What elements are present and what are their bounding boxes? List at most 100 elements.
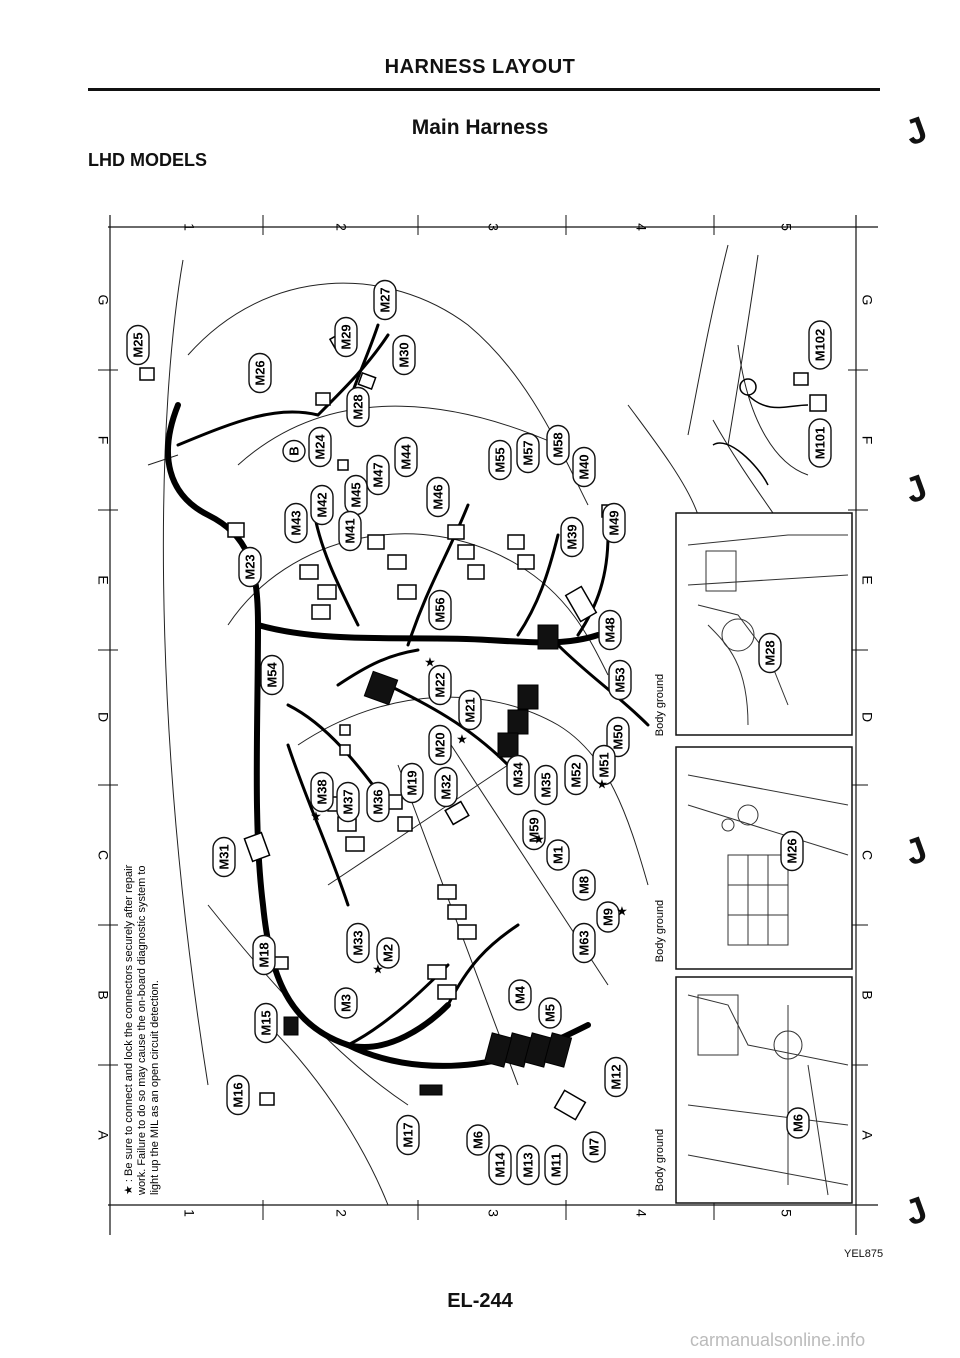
star-marker: ★: [372, 961, 384, 976]
connector-label: M20: [432, 732, 447, 757]
connector-label: M8: [576, 876, 591, 894]
connector-callout-m17: M17: [396, 1114, 420, 1156]
connector-callout-m36: M36: [366, 781, 390, 823]
grid-row-label-left: B: [95, 990, 111, 999]
svg-text:M28: M28: [762, 640, 777, 665]
body-ground-label: Body ground: [654, 900, 666, 962]
grid-row-label-left: F: [95, 436, 111, 445]
connector-callout-m41: M41: [338, 510, 362, 552]
connector-label: M21: [462, 697, 477, 722]
connector-label: B: [286, 446, 301, 455]
connector-callout-m53: M53: [608, 659, 632, 701]
connector-label: M101: [812, 427, 827, 460]
connector-label: M11: [548, 1153, 563, 1178]
connector-callout-m57: M57: [516, 432, 540, 474]
connector-callout-m47: M47: [366, 454, 390, 496]
binder-clip-icon: J: [899, 827, 933, 874]
connector-label: M42: [314, 492, 329, 517]
connector-label: M58: [550, 432, 565, 457]
connector-label: M55: [492, 447, 507, 472]
connector-callout-m6: M6: [466, 1124, 490, 1156]
body-ground-label: Body ground: [654, 1129, 666, 1191]
connector-label: M34: [510, 762, 525, 788]
connector-callout-m13: M13: [516, 1144, 540, 1186]
connector-label: M12: [608, 1064, 623, 1089]
connector-callout-m30: M30: [392, 334, 416, 376]
inset-label-m26: M26: [780, 830, 804, 872]
connector-label: M50: [610, 724, 625, 749]
connector-label: M13: [520, 1152, 535, 1177]
connector-callout-m21: M21: [458, 689, 482, 731]
grid-col-label-bottom: 3: [485, 1209, 501, 1217]
connector-callout-m32: M32: [434, 766, 458, 808]
connector-label: M4: [512, 985, 527, 1004]
star-marker: ★: [424, 654, 436, 669]
grid-row-label-right: B: [859, 990, 875, 999]
connector-callout-m3: M3: [334, 987, 358, 1019]
connector-callout-m37: M37: [336, 781, 360, 823]
connector-label: M15: [258, 1010, 273, 1035]
connector-callout-m1: M1: [546, 839, 570, 871]
connector-callout-m11: M11: [544, 1144, 568, 1186]
connector-callout-m27: M27: [373, 279, 397, 321]
connector-callout-m7: M7: [582, 1131, 606, 1163]
grid-row-label-right: C: [859, 850, 875, 860]
connector-label: M17: [400, 1122, 415, 1147]
connector-callout-m44: M44: [394, 436, 418, 478]
connector-label: M2: [380, 944, 395, 962]
repair-note-line: light up the MIL as an open circuit dete…: [149, 980, 161, 1195]
connector-callout-m49: M49: [602, 502, 626, 544]
connector-callout-m28: M28: [346, 386, 370, 428]
connector-callout-m56: M56: [428, 589, 452, 631]
connector-callout-m51: M51: [592, 744, 616, 786]
svg-text:M6: M6: [790, 1114, 805, 1132]
connector-label: M46: [430, 484, 445, 509]
connector-label: M56: [432, 597, 447, 622]
connector-callout-m12: M12: [604, 1056, 628, 1098]
grid-row-label-right: D: [859, 712, 875, 722]
connector-label: M6: [470, 1131, 485, 1149]
connector-label: M19: [404, 770, 419, 795]
connector-label: M57: [520, 440, 535, 465]
connector-callout-m24: M24: [308, 426, 332, 468]
grid-col-label-bottom: 5: [778, 1209, 794, 1217]
connector-callout-m33: M33: [346, 922, 370, 964]
connector-label: M18: [256, 942, 271, 967]
connector-callout-m52: M52: [564, 754, 588, 796]
svg-text:M26: M26: [784, 838, 799, 863]
heading-rule: [88, 88, 880, 91]
connector-label: M44: [398, 444, 413, 470]
connector-callout-m29: M29: [334, 316, 358, 358]
star-marker: ★: [596, 776, 608, 791]
diagram-subtitle: Main Harness: [411, 116, 549, 139]
connector-callout-m101: M101: [808, 418, 832, 468]
grid-row-label-right: A: [859, 1130, 875, 1140]
binder-clip-icon: J: [899, 465, 933, 512]
connector-label: M41: [342, 518, 357, 543]
connector-callout-m58: M58: [546, 424, 570, 466]
connector-callout-m15: M15: [254, 1002, 278, 1044]
connector-callout-m8: M8: [572, 869, 596, 901]
connector-label: M59: [526, 817, 541, 842]
grid-col-label-bottom: 4: [633, 1209, 649, 1217]
connector-callout-m35: M35: [534, 764, 558, 806]
connector-callout-m102: M102: [808, 320, 832, 370]
connector-label: M36: [370, 789, 385, 814]
grid-row-label-left: G: [95, 295, 111, 306]
connector-callout-m4: M4: [508, 979, 532, 1011]
models-label: LHD MODELS: [88, 150, 207, 170]
connector-callout-m34: M34: [506, 754, 530, 796]
connector-callout-m2: M2: [376, 937, 400, 969]
figure-code: YEL875: [844, 1248, 884, 1260]
connector-label: M54: [264, 662, 279, 688]
connector-callout-m54: M54: [260, 654, 284, 696]
connector-callout-m14: M14: [488, 1144, 512, 1186]
grid-col-label-top: 2: [333, 223, 349, 231]
repair-note-line: ★ : Be sure to connect and lock the conn…: [123, 864, 135, 1195]
binder-clip-icon: J: [899, 1187, 933, 1234]
body-ground-label: Body ground: [654, 674, 666, 736]
grid-row-label-right: F: [859, 436, 875, 445]
connector-callout-m31: M31: [212, 836, 236, 878]
connector-callout-m22: M22: [428, 664, 452, 706]
connector-label: M31: [216, 844, 231, 869]
